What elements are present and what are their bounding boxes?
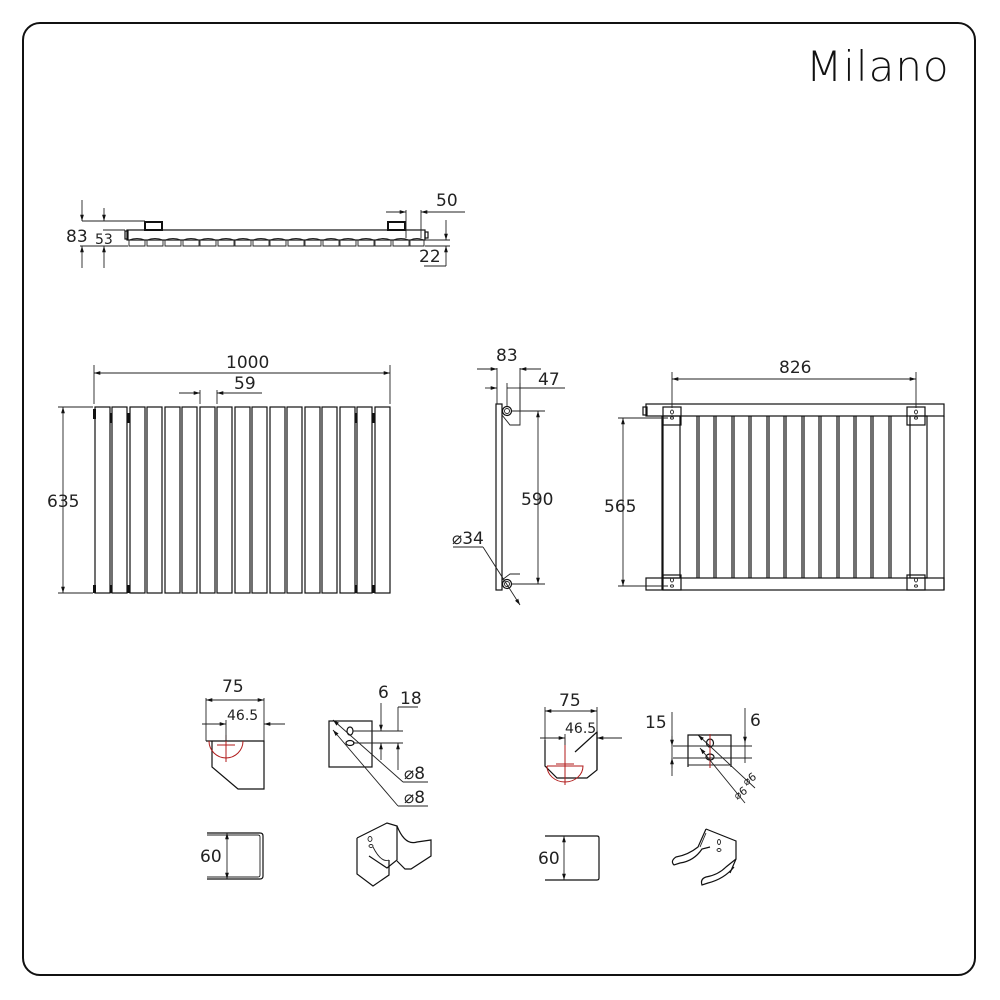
bracket-a-dim-46-5: 46.5 xyxy=(227,708,258,724)
bracket-b-dim-60: 60 xyxy=(538,849,560,869)
bracket-b-dim-15: 15 xyxy=(645,713,667,733)
drawing-frame xyxy=(22,22,976,976)
bracket-a-dim-75: 75 xyxy=(222,677,244,697)
bracket-a-dim-hole-1: ⌀8 xyxy=(404,764,425,784)
top-dim-22: 22 xyxy=(419,247,441,267)
bracket-b-dim-hole-1: ⌀6 xyxy=(740,770,759,788)
bracket-b-dim-46-5: 46.5 xyxy=(565,721,596,737)
rear-dim-565: 565 xyxy=(604,497,636,517)
bracket-b-isometric xyxy=(671,828,737,886)
side-dim-diameter-34: ⌀34 xyxy=(452,529,484,549)
front-dim-635: 635 xyxy=(47,492,79,512)
front-dim-59: 59 xyxy=(234,374,256,394)
side-dim-47: 47 xyxy=(538,370,560,390)
top-dim-50: 50 xyxy=(436,191,458,211)
bracket-a-dim-60: 60 xyxy=(200,847,222,867)
front-view xyxy=(58,365,391,594)
bracket-b-holes xyxy=(670,708,756,804)
bracket-a-isometric xyxy=(356,822,432,887)
front-dim-1000: 1000 xyxy=(226,353,269,373)
top-dim-53: 53 xyxy=(95,232,113,248)
bracket-b-dim-hole-2: ⌀6 xyxy=(731,784,750,802)
bracket-a-plan xyxy=(202,698,285,790)
side-view xyxy=(453,367,565,606)
top-dim-83: 83 xyxy=(66,227,88,247)
bracket-a-holes xyxy=(328,703,428,807)
bracket-b-dim-75: 75 xyxy=(559,691,581,711)
bracket-a-dim-6: 6 xyxy=(378,683,389,703)
bracket-a-dim-18: 18 xyxy=(400,689,422,709)
bracket-b-dim-6: 6 xyxy=(750,711,761,731)
rear-view xyxy=(618,372,945,591)
bracket-b-plan xyxy=(540,707,622,785)
rear-dim-826: 826 xyxy=(779,358,811,378)
bracket-b-side xyxy=(545,835,600,881)
brand-logo: Milano xyxy=(806,42,950,91)
bracket-a-side xyxy=(207,832,264,880)
bracket-a-dim-hole-2: ⌀8 xyxy=(404,788,425,808)
top-view xyxy=(80,200,465,268)
side-dim-590: 590 xyxy=(521,490,553,510)
mounting-bracket-plates xyxy=(662,406,926,591)
side-dim-83: 83 xyxy=(496,346,518,366)
